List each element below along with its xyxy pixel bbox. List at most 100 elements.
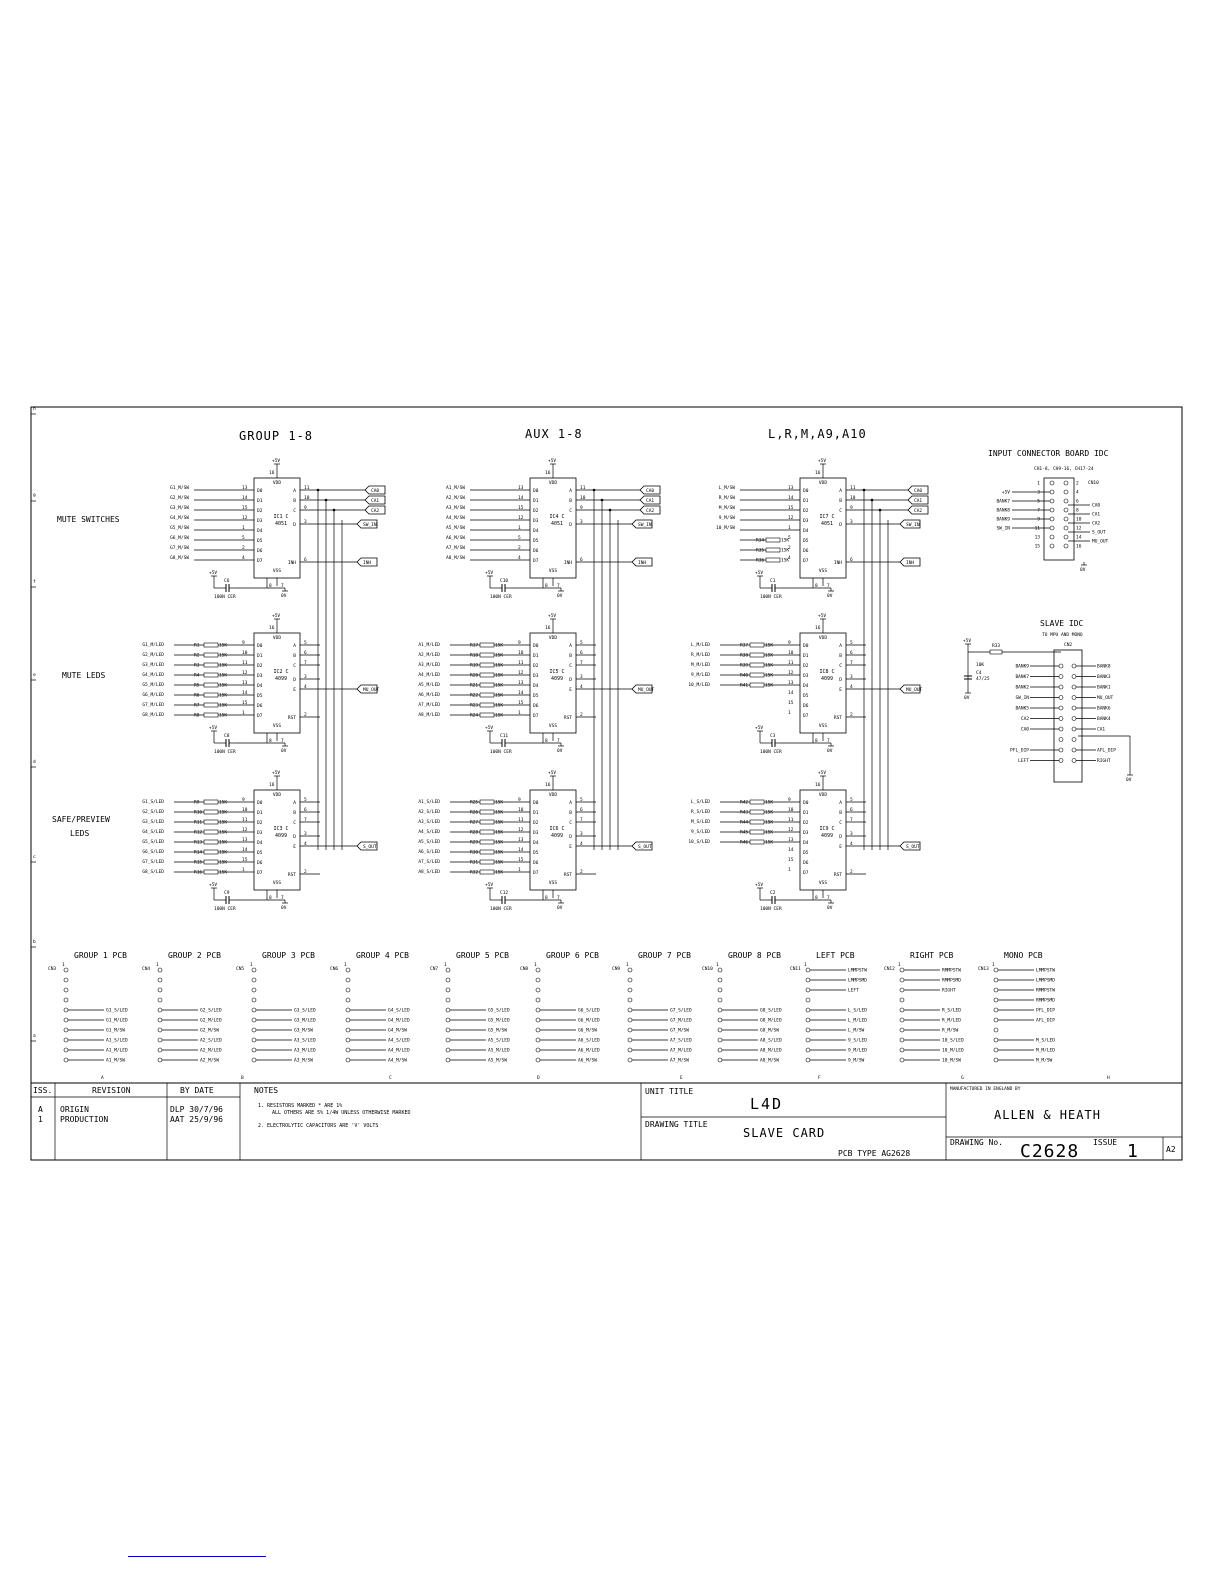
grp-flag-ca0 xyxy=(364,485,386,495)
lrm-mux-pinnum-0: 13 xyxy=(788,485,794,491)
pcb-3-pin-3 xyxy=(345,997,351,1003)
grp-l0-net-4: G5_M/LED xyxy=(142,682,164,688)
aux-l1-res-4-value: 15K xyxy=(495,840,503,846)
idc-input-rnet-3: S_OUT xyxy=(1092,530,1106,536)
lrm-mux-rpin-0: A xyxy=(839,488,842,494)
idc-input-pinnum-l4: 9 xyxy=(1037,517,1040,523)
lrm-mux-part: 4051 xyxy=(821,521,833,527)
idc-input-lnet-3: BANK9 xyxy=(996,517,1010,523)
col-mark-1: B xyxy=(241,1075,244,1081)
pcb-6-net-6: G7_M/SW xyxy=(670,1028,689,1034)
lrm-latch1-pin-2: D2 xyxy=(803,663,809,669)
aux-l1-net-3: A4_S/LED xyxy=(418,829,440,835)
pcb-9-ref: CN12 xyxy=(884,966,895,972)
grp-mux-pin-1: D1 xyxy=(257,498,263,504)
aux-latch2-rpinnum-2: 7 xyxy=(580,817,583,823)
grp-l0-res-2-ref: R3 xyxy=(194,663,200,669)
grp-latch2-pinnum-7: 1 xyxy=(242,867,245,873)
pcb-2-pin-0 xyxy=(251,967,257,973)
col-mark-7: H xyxy=(1107,1075,1110,1081)
lrm-l1-res-3-value: 15K xyxy=(765,830,773,836)
grp-l1-res-6-value: 15K xyxy=(219,860,227,866)
grp-latch1-pin-1: D1 xyxy=(257,653,263,659)
pcb-2-ref: CN5 xyxy=(236,966,244,972)
grp-l1-res-0-value: 15K xyxy=(219,800,227,806)
grp-l0-res-3 xyxy=(203,672,219,678)
pcb-9-pin-2 xyxy=(899,987,905,993)
grp-mux-pin-2: D2 xyxy=(257,508,263,514)
grp-mux-pinnum-4: 1 xyxy=(242,525,245,531)
idc-input-lnet-1: BANK7 xyxy=(996,499,1010,505)
pcb-3-ref: CN6 xyxy=(330,966,338,972)
lrm-l1-net-4: 10_S/LED xyxy=(688,839,710,845)
idc-input-lnet-0: +5V xyxy=(1002,490,1010,496)
grp-flag-ca2 xyxy=(364,505,386,515)
idc-slave-rnet-9: RIGHT xyxy=(1097,758,1111,764)
pcb-1-pin-9 xyxy=(157,1057,163,1063)
aux-latch2-cap-ref: C12 xyxy=(500,890,508,896)
grp-l0-res-2-value: 15K xyxy=(219,663,227,669)
aux-l1-res-3-ref: R28 xyxy=(470,830,478,836)
grp-l1-res-1-value: 15K xyxy=(219,810,227,816)
aux-l1-res-6-value: 15K xyxy=(495,860,503,866)
grp-latch2-refdes: IC3 C xyxy=(273,826,288,832)
pcb-6-pin-2 xyxy=(627,987,633,993)
lrm-l1-res-1-value: 15K xyxy=(765,810,773,816)
grp-l1-res-5-value: 15K xyxy=(219,850,227,856)
lrm-l0-net-1: R_M/LED xyxy=(691,652,710,658)
pcb-10-net-3: RMMPSMD xyxy=(1036,998,1055,1004)
pcb-9-net-7: 10_S/LED xyxy=(942,1038,964,1044)
footer-link-underline xyxy=(128,1556,266,1557)
lrm-l0-res-3 xyxy=(749,672,765,678)
lrm-latch1-pin-3: D3 xyxy=(803,673,809,679)
grp-l1-res-2 xyxy=(203,819,219,825)
aux-mux-rpin-0: A xyxy=(569,488,572,494)
lrm-latch2-vcc-label: +5V xyxy=(818,770,826,776)
pcb-8-net-2: LEFT xyxy=(848,988,859,994)
aux-mux-cap-ref: C10 xyxy=(500,578,508,584)
lrm-mux-net-4: 10_M/SW xyxy=(716,525,735,531)
idc-input-pin-r4 xyxy=(1063,516,1069,522)
pcb-8-pin-3 xyxy=(805,997,811,1003)
aux-l1-net-4: A5_S/LED xyxy=(418,839,440,845)
idc-slave-body xyxy=(1053,649,1083,783)
grp-latch2-vss-pin: 8 xyxy=(269,895,272,901)
aux-l0-net-0: A1_M/LED xyxy=(418,642,440,648)
aux-mux-vdd-pin: 16 xyxy=(545,470,551,476)
pcb-1-net-6: G2_M/SW xyxy=(200,1028,219,1034)
section-title-group: GROUP 1-8 xyxy=(239,429,313,443)
lrm-l1-res-2 xyxy=(749,819,765,825)
pcb-5-net-6: G6_M/SW xyxy=(578,1028,597,1034)
grp-latch1-vcc-label: +5V xyxy=(272,613,280,619)
pcb-9-pin1: 1 xyxy=(898,962,901,968)
lrm-latch2-rpin-2: C xyxy=(839,820,842,826)
aux-mux-refdes: IC4 C xyxy=(549,514,564,520)
pcb-6-net-4: G7_S/LED xyxy=(670,1008,692,1014)
idc-input-pin-l3 xyxy=(1049,507,1055,513)
grp-latch1-rpinnum-5: 2 xyxy=(304,712,307,718)
aux-l1-res-0 xyxy=(479,799,495,805)
pcb-1-pin-7 xyxy=(157,1037,163,1043)
pcb-10-pin-3 xyxy=(993,997,999,1003)
grp-mux-rpinnum-1: 10 xyxy=(304,495,310,501)
pcb-3-net-5: G4_M/LED xyxy=(388,1018,410,1024)
idc-input-lnet-2: BANK8 xyxy=(996,508,1010,514)
idc-input-ref: CN10 xyxy=(1088,480,1099,486)
row-mark-3: e xyxy=(33,673,36,678)
aux-l1-res-3 xyxy=(479,829,495,835)
pcb-4-pin-4 xyxy=(445,1007,451,1013)
grp-l1-res-0 xyxy=(203,799,219,805)
lrm-mux-pinnum-7: 4 xyxy=(788,555,791,561)
grp-latch2-cap-vcc-label: +5V xyxy=(209,882,217,888)
lrm-mux-res-0 xyxy=(765,537,781,543)
lrm-latch1-pinnum-2: 11 xyxy=(788,660,794,666)
lrm-mux-rpinnum-4: 6 xyxy=(850,557,853,563)
idc-input-pin-r1 xyxy=(1063,489,1069,495)
lrm-latch2-pinnum-3: 12 xyxy=(788,827,794,833)
idc-slave-pin-l3 xyxy=(1058,695,1064,700)
grp-l0-res-5-ref: R6 xyxy=(194,693,200,699)
lrm-latch1-rpin-1: B xyxy=(839,653,842,659)
idc-slave-pin-r9 xyxy=(1071,758,1077,763)
pcb-5-pin-4 xyxy=(535,1007,541,1013)
aux-latch1-pinnum-0: 9 xyxy=(518,640,521,646)
